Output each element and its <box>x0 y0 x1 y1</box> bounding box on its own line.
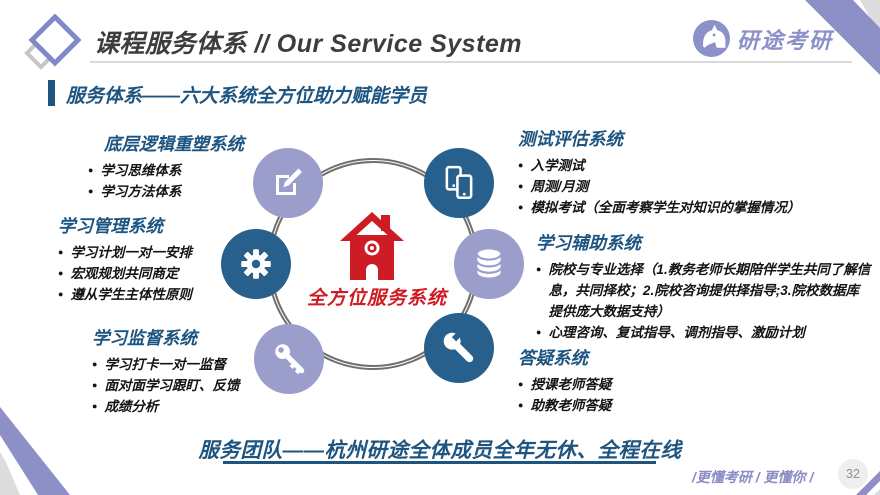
bullet-text: 模拟考试（全面考察学生对知识的掌握情况） <box>530 200 801 215</box>
system-title: 学习监督系统 <box>92 328 197 348</box>
page-number-badge: 32 <box>838 459 868 489</box>
corner-gray-bottom-right <box>874 489 880 495</box>
header-rule <box>90 61 852 63</box>
brand-name: 研途考研 <box>737 27 834 53</box>
node-manage <box>221 229 291 299</box>
system-title: 答疑系统 <box>518 348 588 368</box>
bullet-item: 周测/月测 <box>518 176 872 197</box>
section-heading: 服务体系——六大系统全方位助力赋能学员 <box>66 86 428 107</box>
bullet-item: 心理咨询、复试指导、调剂指导、激励计划 <box>536 322 872 343</box>
bullet-item: 学习计划一对一安排 <box>58 242 298 263</box>
key-icon <box>275 344 305 375</box>
bullet-text: 成绩分析 <box>104 399 159 414</box>
section-heading-bar <box>48 80 55 106</box>
system-block-assist: 学习辅助系统 院校与专业选择（1.教务老师长期陪伴学生共同了解信息，共同择校；2… <box>536 230 872 343</box>
bullet-item: 授课老师答疑 <box>518 374 770 395</box>
pencil-icon <box>276 168 302 195</box>
page-number: 32 <box>846 467 860 481</box>
bullet-item: 模拟考试（全面考察学生对知识的掌握情况） <box>518 197 872 218</box>
center-label: 全方位服务系统 <box>306 288 447 309</box>
phones-icon <box>445 165 473 200</box>
system-title: 测试评估系统 <box>518 129 623 149</box>
bullet-text: 心理咨询、复试指导、调剂指导、激励计划 <box>548 325 805 340</box>
system-block-supervise: 学习监督系统 学习打卡一对一监督 面对面学习跟盯、反馈 成绩分析 <box>92 325 344 417</box>
node-qa <box>424 313 494 383</box>
bullet-text: 宏观规划共同商定 <box>70 266 179 281</box>
bullet-item: 院校与专业选择（1.教务老师长期陪伴学生共同了解信息，共同择校；2.院校咨询提供… <box>536 259 872 322</box>
node-assist <box>454 229 524 299</box>
system-block-qa: 答疑系统 授课老师答疑 助教老师答疑 <box>518 345 770 416</box>
bullet-text: 学习计划一对一安排 <box>70 245 192 260</box>
bullet-item: 学习方法体系 <box>88 181 328 202</box>
bullet-item: 成绩分析 <box>92 396 344 417</box>
house-icon <box>340 212 404 280</box>
bullet-item: 面对面学习跟盯、反馈 <box>92 375 344 396</box>
gear-icon <box>241 249 271 279</box>
unicorn-logo-icon <box>693 20 730 57</box>
system-title: 底层逻辑重塑系统 <box>104 134 244 154</box>
bullet-text: 遵从学生主体性原则 <box>70 287 192 302</box>
bullet-item: 入学测试 <box>518 155 872 176</box>
brand-logo: 研途考研 <box>693 20 833 57</box>
bullet-text: 学习打卡一对一监督 <box>104 357 226 372</box>
bullet-text: 周测/月测 <box>530 179 589 194</box>
bullet-text: 入学测试 <box>530 158 585 173</box>
node-logic <box>253 148 323 218</box>
bullet-text: 助教老师答疑 <box>530 398 612 413</box>
bullet-text: 面对面学习跟盯、反馈 <box>104 378 240 393</box>
node-test <box>424 148 494 218</box>
bullet-item: 学习思维体系 <box>88 160 328 181</box>
system-title: 学习管理系统 <box>58 216 163 236</box>
node-supervise <box>254 324 324 394</box>
bullet-item: 学习打卡一对一监督 <box>92 354 344 375</box>
corner-stripe-bottom-left <box>0 407 70 495</box>
system-block-logic: 底层逻辑重塑系统 学习思维体系 学习方法体系 <box>88 131 328 202</box>
system-block-manage: 学习管理系统 学习计划一对一安排 宏观规划共同商定 遵从学生主体性原则 <box>58 213 298 305</box>
wrench-icon <box>443 329 474 363</box>
bullet-text: 授课老师答疑 <box>530 377 612 392</box>
system-title: 学习辅助系统 <box>536 233 641 253</box>
bullet-item: 遵从学生主体性原则 <box>58 284 298 305</box>
corner-stripe-top-right <box>805 0 880 75</box>
bullet-text: 学习方法体系 <box>100 184 182 199</box>
diamond-icon <box>24 14 82 70</box>
corner-stripe-bottom-right <box>856 471 880 495</box>
database-icon <box>476 249 502 278</box>
team-line: 服务团队——杭州研途全体成员全年无休、全程在线 <box>198 439 682 462</box>
team-underline <box>223 461 656 464</box>
bullet-text: 学习思维体系 <box>100 163 182 178</box>
footer-slogan: /更懂考研 / 更懂你 / <box>692 469 814 485</box>
bullet-item: 助教老师答疑 <box>518 395 770 416</box>
bullet-text: 院校与专业选择（1.教务老师长期陪伴学生共同了解信息，共同择校；2.院校咨询提供… <box>548 262 871 319</box>
system-block-test: 测试评估系统 入学测试 周测/月测 模拟考试（全面考察学生对知识的掌握情况） <box>518 126 872 218</box>
page-title: 课程服务体系 // Our Service System <box>94 30 523 58</box>
bullet-item: 宏观规划共同商定 <box>58 263 298 284</box>
